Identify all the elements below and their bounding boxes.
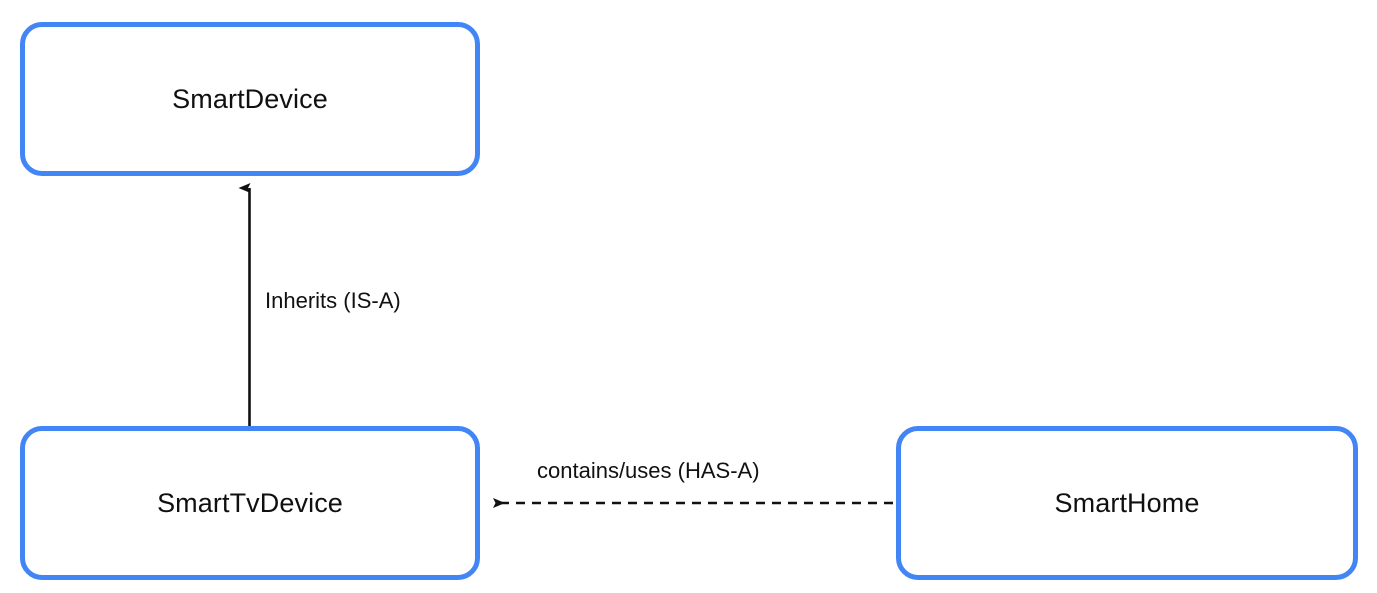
class-node-label: SmartDevice (172, 83, 328, 114)
class-node-smarttvdevice[interactable]: SmartTvDevice (20, 426, 480, 580)
class-node-label: SmartHome (1054, 487, 1200, 518)
edge-label-contains: contains/uses (HAS-A) (537, 458, 760, 483)
class-node-smarthome[interactable]: SmartHome (896, 426, 1358, 580)
class-node-label: SmartTvDevice (157, 487, 343, 518)
class-node-smartdevice[interactable]: SmartDevice (20, 22, 480, 176)
edge-label-inherits: Inherits (IS-A) (265, 288, 401, 313)
